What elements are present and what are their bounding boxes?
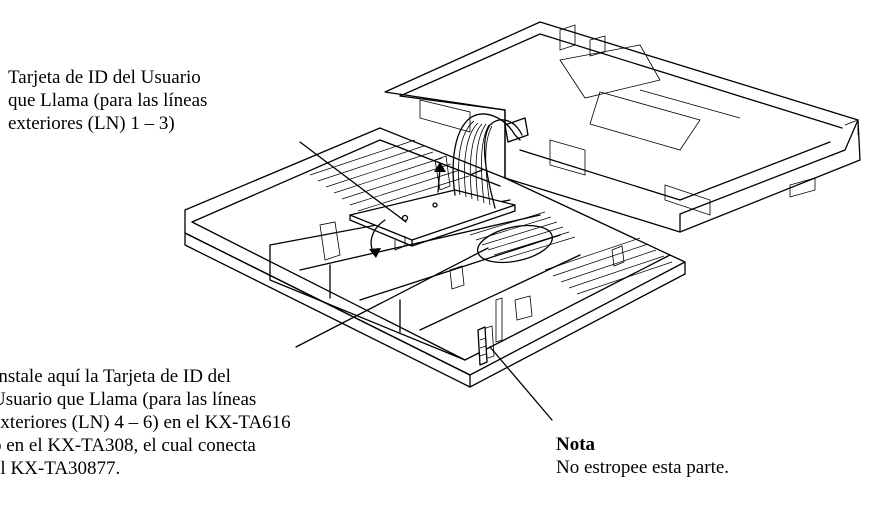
callout-line: Tarjeta de ID del Usuario [8,67,201,88]
caller-id-card [349,189,516,251]
note-callout: Nota No estropee esta parte. [556,433,729,479]
nota-part [477,326,488,366]
leader-line-note [489,346,553,421]
insert-arrows [369,162,483,258]
callout-line: que Llama (para las líneas [8,90,208,111]
callout-line: exteriores (LN) 1 – 3) [8,113,175,134]
ribbon-cable [452,113,529,209]
callout-line: al KX-TA30877. [0,458,121,479]
vent-grill-left [309,139,470,212]
leader-line-bottom [295,247,489,348]
upper-cover [384,21,861,233]
caller-id-card-callout: Tarjeta de ID del Usuario que Llama (par… [8,66,207,135]
callout-line: exteriores (LN) 4 – 6) en el KX-TA616 [0,412,291,433]
vent-grill-right [544,237,673,295]
leader-line-top [299,141,407,223]
callout-line: Usuario que Llama (para las líneas [0,389,257,410]
install-location-callout: Instale aquí la Tarjeta de ID del Usuari… [0,365,291,480]
note-text: No estropee esta parte. [556,457,730,478]
note-title: Nota [556,434,596,455]
callout-line: o en el KX-TA308, el cual conecta [0,435,256,456]
vent-grill-center [469,211,576,264]
callout-line: Instale aquí la Tarjeta de ID del [0,366,231,387]
